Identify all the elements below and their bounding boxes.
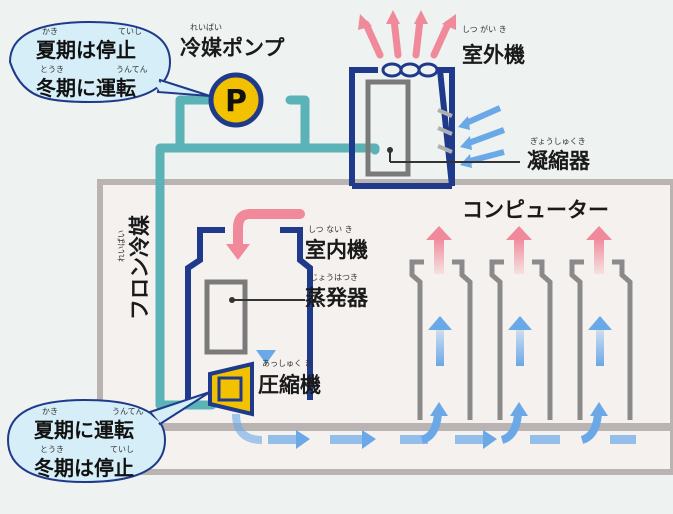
- top-line-2: 冬期に運転: [36, 76, 136, 100]
- rack-cool-arrows: [428, 316, 612, 366]
- evaporator-ruby: じょうはつき: [310, 273, 358, 282]
- evaporator-dot: [229, 297, 235, 303]
- condenser-coil: [365, 79, 411, 177]
- compressor-exhaust-arrow: [232, 413, 263, 444]
- pump-label: 冷媒ポンプ: [180, 36, 285, 60]
- top-line-1: 夏期は停止: [36, 38, 136, 62]
- compressor-ruby: あっしゅく き: [262, 359, 313, 368]
- evaporator-label: 蒸発器: [305, 286, 369, 310]
- hot-exhaust-arrowheads: [358, 10, 456, 30]
- bottom-ruby-1b: うんてん: [112, 407, 144, 416]
- summer-winter-note-bottom: [6, 391, 211, 484]
- bottom-ruby-2a: とうき: [40, 445, 64, 454]
- bottom-ruby-1a: かき: [42, 407, 58, 416]
- top-ruby-1a: かき: [42, 27, 58, 36]
- computer-label: コンピューター: [462, 198, 609, 222]
- bottom-ruby-2b: ていし: [110, 445, 134, 454]
- top-ruby-2b: うんてん: [116, 65, 148, 74]
- evaporator-coil: [204, 279, 248, 355]
- refrigerant-ruby: れいばい: [117, 230, 126, 262]
- rack-warm-arrows: [426, 226, 612, 274]
- top-ruby-2a: とうき: [40, 65, 64, 74]
- condenser-dot: [387, 147, 393, 153]
- louver-lines: [437, 108, 453, 154]
- top-ruby-1b: ていし: [118, 27, 142, 36]
- floor-updraft-heads: [430, 402, 608, 416]
- condenser-ruby: ぎょうしゅくき: [530, 136, 586, 146]
- refrigerant-label: フロン冷媒: [128, 214, 152, 320]
- warm-return-arrowhead: [226, 244, 250, 260]
- indoor-unit: [185, 227, 313, 400]
- compressor-label: 圧縮機: [258, 373, 321, 397]
- hot-exhaust-arrows: [362, 16, 452, 59]
- cool-down-arrowhead: [256, 350, 276, 364]
- condenser-label: 凝縮器: [527, 149, 591, 173]
- floor: [100, 423, 673, 431]
- bottom-line-1: 夏期に運転: [34, 418, 134, 442]
- pump-ruby: れいばい: [190, 23, 222, 32]
- pump-letter: P: [225, 84, 247, 119]
- bottom-line-2: 冬期は停止: [34, 456, 134, 480]
- floor-updraft: [420, 413, 602, 444]
- underfloor-airflow: [268, 430, 636, 449]
- summer-winter-note-top: [8, 20, 211, 104]
- warm-return-arrow: [233, 209, 305, 251]
- indoor-unit-ruby: しつ ない き: [308, 225, 353, 234]
- fan-icon: [381, 62, 439, 78]
- indoor-unit-label: 室内機: [305, 238, 368, 262]
- compressor: [208, 361, 254, 417]
- outdoor-unit-label: 室外機: [462, 43, 525, 67]
- outdoor-unit-ruby: しつ がい き: [462, 24, 507, 34]
- compressor-inner: [217, 376, 243, 402]
- refrigerant-pump: P: [208, 72, 264, 128]
- computer-racks: [409, 259, 633, 420]
- outdoor-unit: [349, 62, 455, 189]
- outside-air-arrows: [462, 105, 506, 165]
